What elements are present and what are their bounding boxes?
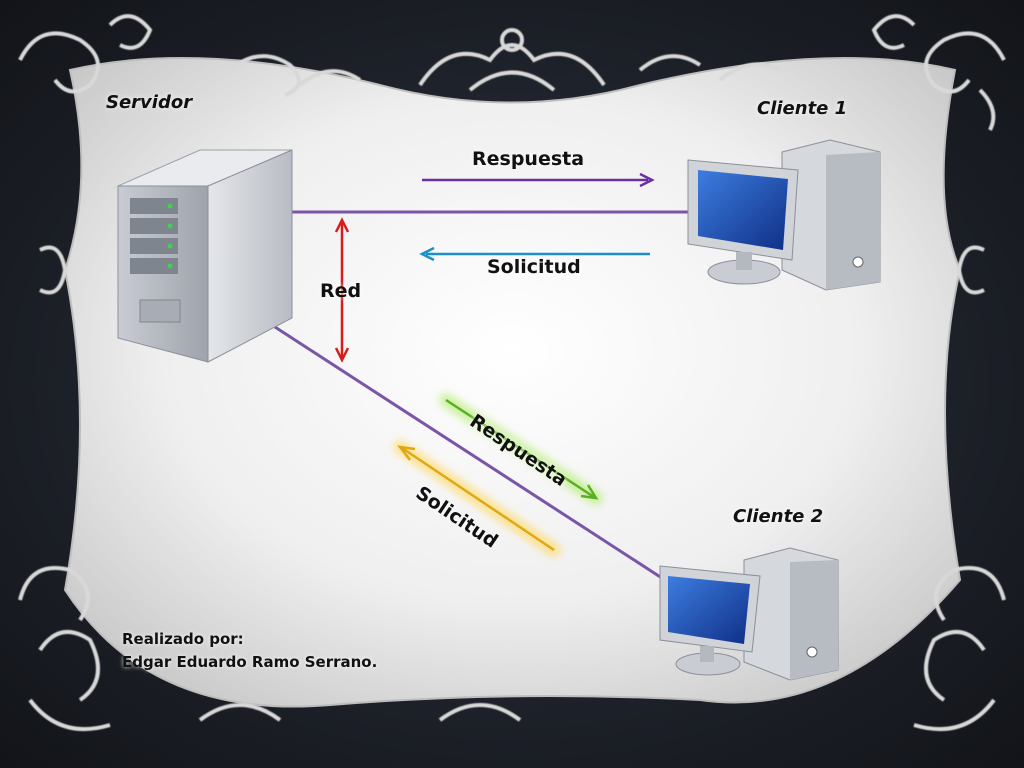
client2-label: Cliente 2 [733,506,824,527]
side-ornament-left [39,245,68,295]
top-request-label: Solicitud [487,256,581,278]
top-center-ornament [418,28,781,92]
network-label: Red [320,280,362,302]
server-icon [117,149,293,363]
network-arrow [334,213,350,369]
bottom-response-arrow [439,393,603,505]
top-response-label: Respuesta [472,148,585,170]
client1-label: Cliente 1 [757,98,848,119]
corner-ornament-bottom-left [18,566,282,732]
credits-heading: Realizado por: [122,630,244,648]
corner-ornament-top-right [871,14,1006,131]
credits-author: Edgar Eduardo Ramo Serrano. [122,653,378,671]
client1-computer-icon [687,139,881,291]
server-client2-link [257,314,669,584]
corner-ornament-bottom-right [438,566,1006,732]
corner-ornament-top-left [18,14,362,97]
top-request-arrow [414,246,656,262]
credits: Realizado por: Edgar Eduardo Ramo Serran… [122,628,377,674]
side-ornament-right [956,245,985,295]
top-response-arrow [416,172,658,188]
server-label: Servidor [106,92,193,113]
bottom-request-arrow [393,440,561,557]
client2-computer-icon [659,547,839,681]
